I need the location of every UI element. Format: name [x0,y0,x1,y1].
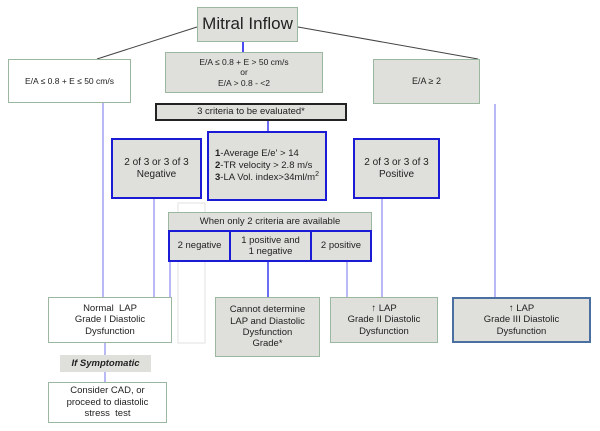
indeterminate-line3: Dysfunction [242,327,293,338]
grade2-line3: Dysfunction [359,325,409,337]
mitral-inflow-title: Mitral Inflow [202,14,293,34]
up-arrow-icon: ↑ [371,302,377,314]
grade3-lap: LAP [513,302,535,314]
negative-line2: Negative [136,168,177,180]
two-positive-box: 2 positive [310,230,372,262]
two-criteria-header-label: When only 2 criteria are available [199,215,341,227]
criterion-1: 1-Average E/e' > 14 [215,148,299,159]
grade3-line1: ↑ LAP [509,303,534,314]
grade3-line3: Dysfunction [496,325,547,337]
normal-line1: Normal LAP [83,302,137,314]
grade3-line2: Grade III Diastolic [483,314,560,326]
normal-outcome-box: Normal LAP Grade I Diastolic Dysfunction [48,297,172,343]
branch-middle-line3: E/A > 0.8 - <2 [218,77,270,88]
mixed-line1: 1 positive and [241,234,300,246]
positive-box: 2 of 3 or 3 of 3 Positive [353,138,440,199]
indeterminate-line1: Cannot determine [229,304,306,316]
positive-line1: 2 of 3 or 3 of 3 [364,156,429,168]
criterion-3-num: 3 [215,172,221,184]
branch-middle-line1: E/A ≤ 0.8 + E > 50 cm/s [199,57,289,68]
branch-middle-box: E/A ≤ 0.8 + E > 50 cm/s or E/A > 0.8 - <… [165,52,323,93]
consider-box: Consider CAD, or proceed to diastolic st… [48,382,167,423]
background-bracket [177,202,206,344]
criterion-1-text: -Average E/e' > 14 [220,148,299,160]
grade2-box: ↑ LAP Grade II Diastolic Dysfunction [330,297,438,343]
grade3-box: ↑ LAP Grade III Diastolic Dysfunction [452,297,591,343]
two-negative-label: 2 negative [177,240,222,252]
criterion-2: 2-TR velocity > 2.8 m/s [215,160,312,171]
two-criteria-header: When only 2 criteria are available [168,212,372,231]
criterion-3-text: -LA Vol. index>34ml/m [220,172,316,184]
symptomatic-label-box: If Symptomatic [60,355,151,372]
mixed-box: 1 positive and 1 negative [229,230,312,262]
negative-box: 2 of 3 or 3 of 3 Negative [111,138,202,199]
criterion-2-num: 2 [215,159,221,171]
indeterminate-line4: Grade* [252,338,283,350]
branch-middle-line2: or [240,67,248,78]
normal-line3: Dysfunction [85,325,135,337]
criterion-3: 3-LA Vol. index>34ml/m2 [215,171,319,184]
mixed-line2: 1 negative [248,246,293,257]
negative-line1: 2 of 3 or 3 of 3 [124,156,189,168]
criteria-header-box: 3 criteria to be evaluated* [155,103,347,121]
indeterminate-line2: LAP and Diastolic [230,315,305,327]
branch-right-box: E/A ≥ 2 [373,59,480,104]
grade2-line1: ↑ LAP [371,303,396,314]
positive-line2: Positive [378,168,414,180]
branch-left-box: E/A ≤ 0.8 + E ≤ 50 cm/s [8,59,131,103]
consider-line2: proceed to diastolic [66,396,149,408]
up-arrow-icon: ↑ [508,302,514,314]
criterion-2-text: -TR velocity > 2.8 m/s [220,159,313,171]
normal-line2: Grade I Diastolic [74,314,146,326]
two-positive-label: 2 positive [320,240,362,252]
mitral-inflow-box: Mitral Inflow [197,7,298,42]
branch-left-label: E/A ≤ 0.8 + E ≤ 50 cm/s [25,75,114,86]
grade2-line2: Grade II Diastolic [347,314,421,326]
indeterminate-box: Cannot determine LAP and Diastolic Dysfu… [215,297,320,357]
criteria-header-label: 3 criteria to be evaluated* [197,106,305,118]
consider-line1: Consider CAD, or [70,385,145,397]
branch-right-label: E/A ≥ 2 [412,76,441,87]
grade2-lap: LAP [376,302,397,314]
connector-root-right [297,26,479,60]
criterion-1-num: 1 [215,148,221,160]
two-negative-box: 2 negative [168,230,231,262]
criterion-3-sup: 2 [315,171,319,179]
connector-root-left [96,26,198,60]
consider-line3: stress test [84,408,131,420]
symptomatic-label: If Symptomatic [71,357,140,369]
criteria-box: 1-Average E/e' > 14 2-TR velocity > 2.8 … [207,131,327,201]
